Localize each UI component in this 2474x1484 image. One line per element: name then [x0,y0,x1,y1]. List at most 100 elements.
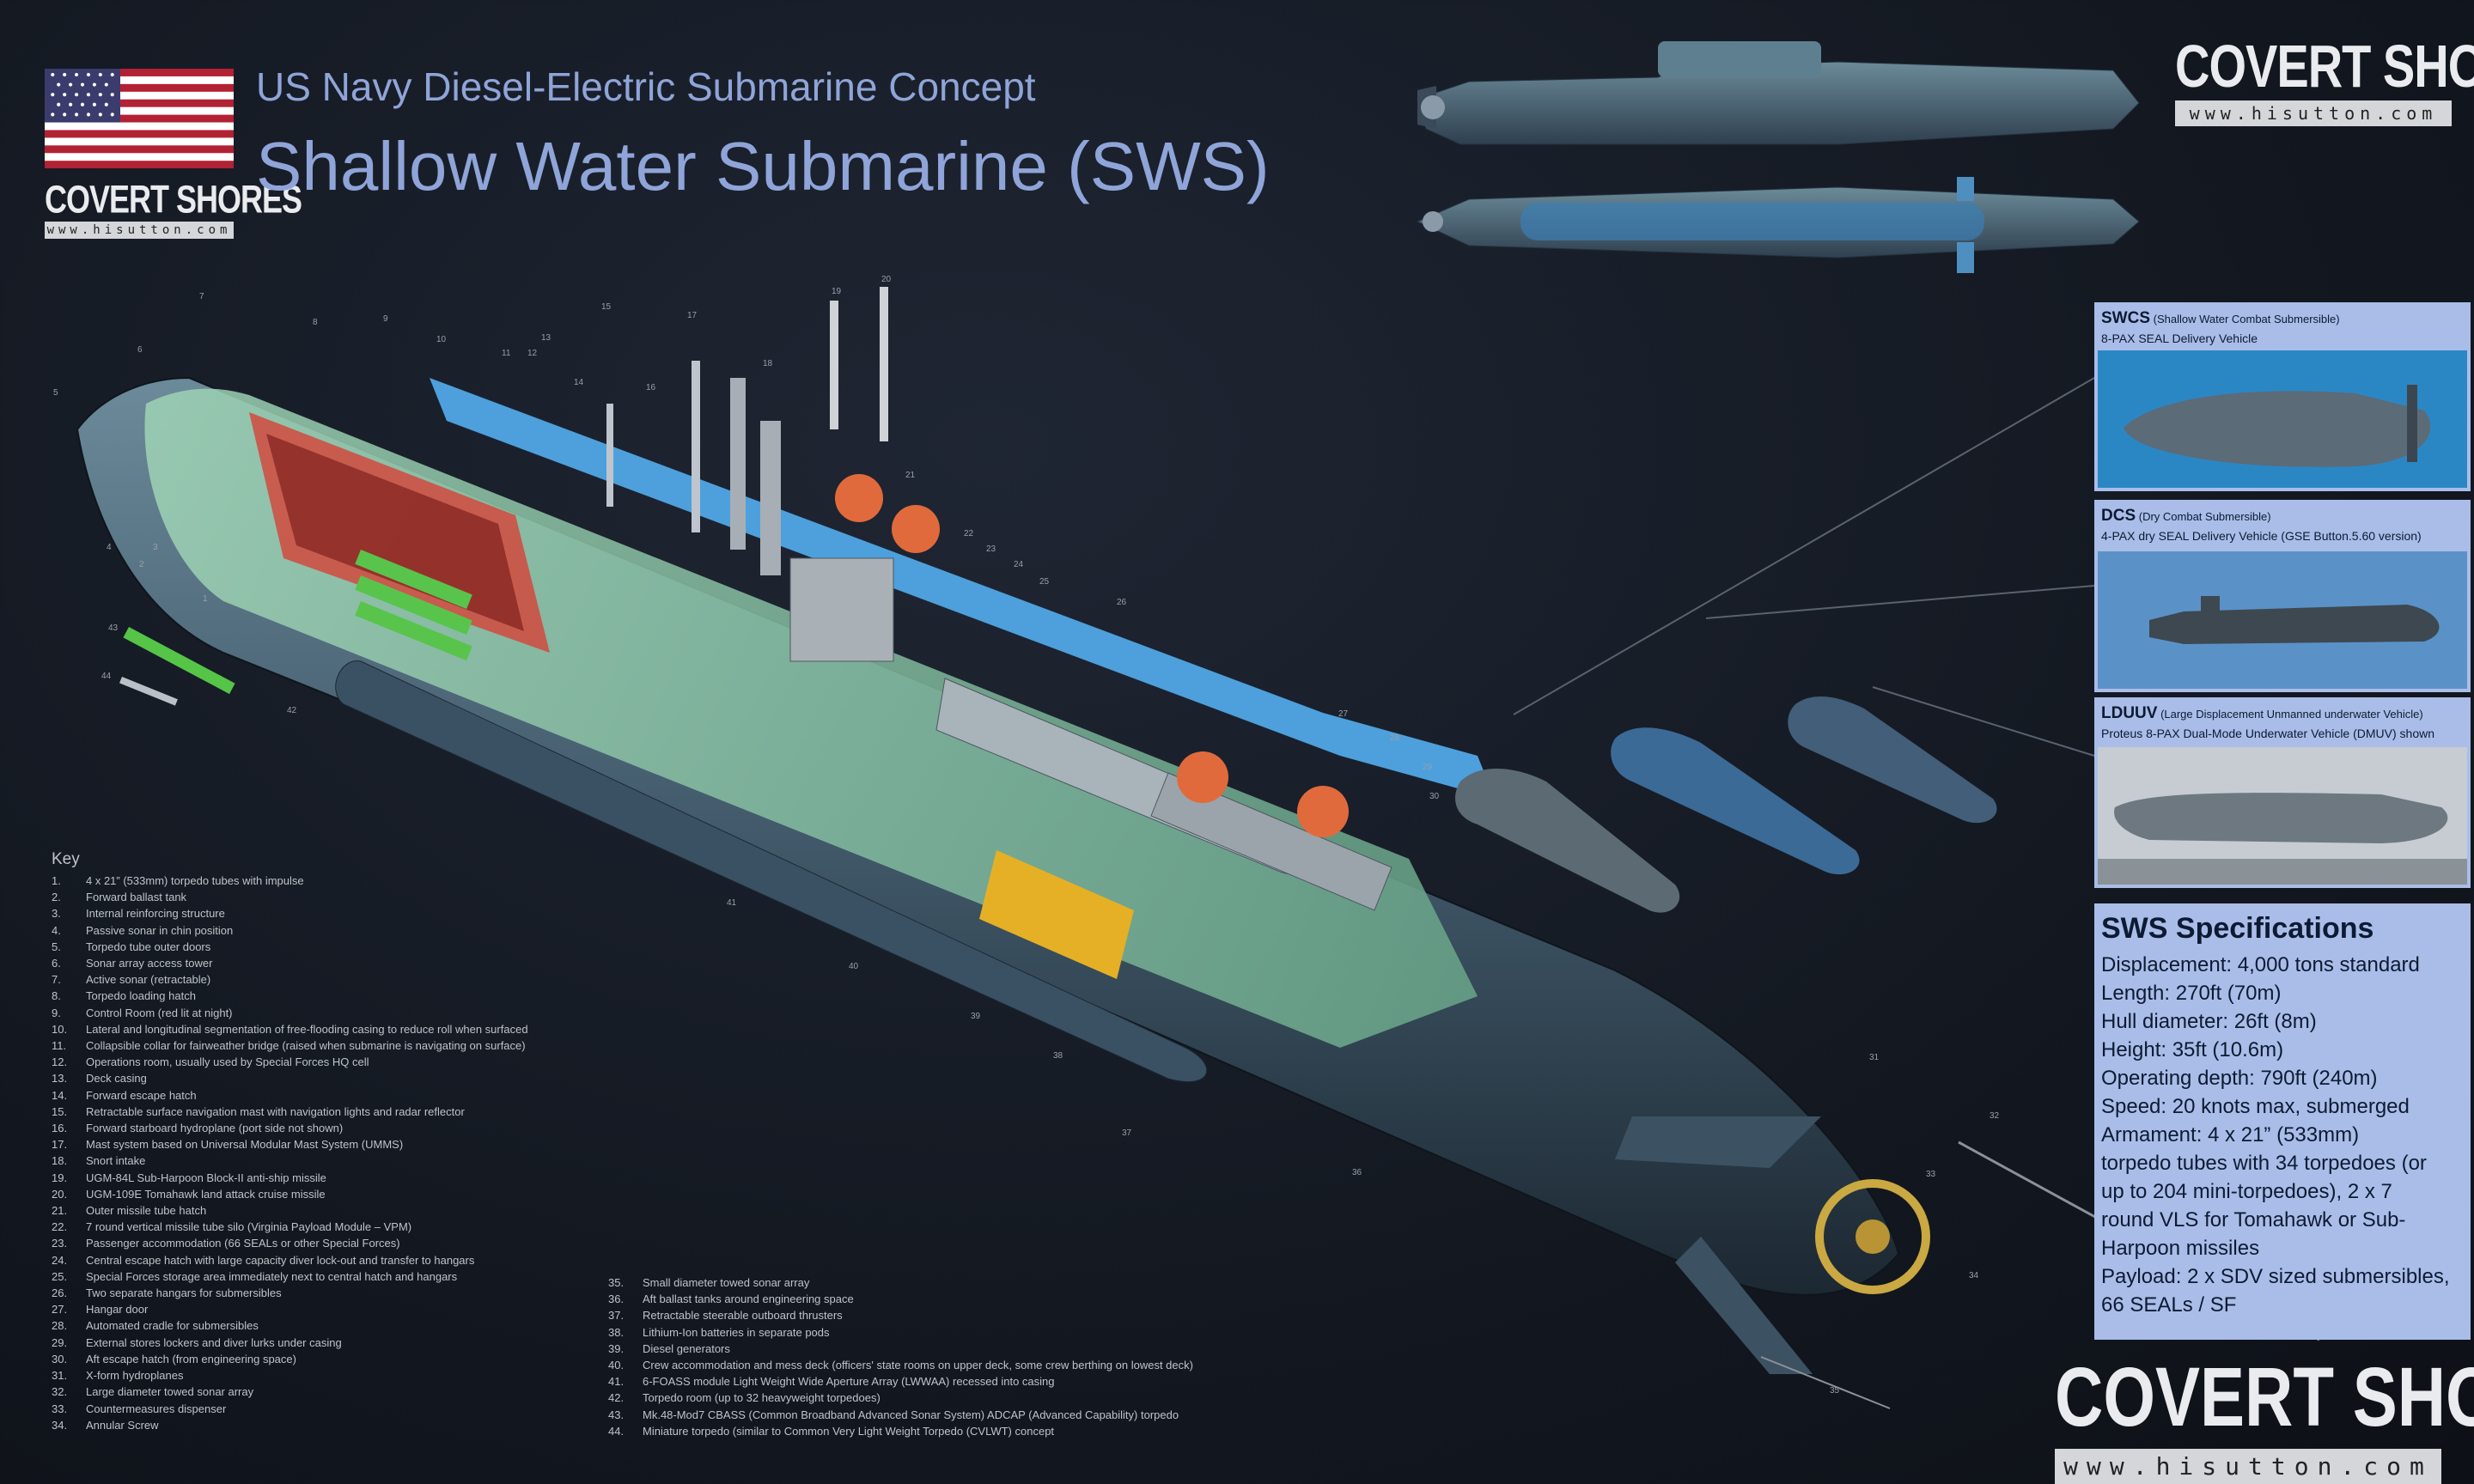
key-item-number: 35. [608,1276,625,1289]
key-item-number: 25. [52,1269,68,1283]
key-item-text: Lateral and longitudinal segmentation of… [86,1022,528,1036]
key-item: 19. UGM-84L Sub-Harpoon Block-II anti-shi… [52,1170,528,1186]
key-item: 25.Special Forces storage area immediate… [52,1268,528,1285]
key-item-text: Forward ballast tank [86,891,187,904]
key-item: 7.Active sonar (retractable) [52,971,528,988]
key-item-number: 28. [52,1319,68,1333]
spec-line: Harpoon missiles [2101,1237,2260,1260]
towed-array-small [1760,1356,1891,1409]
key-item: 1.4 x 21” (533mm) torpedo tubes with imp… [52,873,528,889]
key-item-text: Passive sonar in chin position [86,923,234,937]
key-item: 9. Control Room (red lit at night) [52,1005,528,1021]
key-item: 43.Mk.48-Mod7 CBASS (Common Broadband Ad… [608,1407,1193,1423]
key-item: 20.UGM-109E Tomahawk land attack cruise … [52,1186,528,1202]
key-item: 37.Retractable steerable outboard thrust… [608,1307,1193,1323]
key-item: 15.Retractable surface navigation mast w… [52,1104,528,1120]
logo-wordmark: COVERT SHORES [2175,32,2474,100]
covert-shores-logo-bottom: COVERT SHORES www.hisutton.com [2055,1348,2474,1484]
key-item: 36.Aft ballast tanks around engineering … [608,1291,1193,1307]
specifications-panel: SWS Specifications Displacement: 4,000 t… [2094,903,2471,1340]
key-item: 32.Large diameter towed sonar array [52,1384,528,1400]
key-item-number: 36. [608,1292,625,1306]
key-item: 21.Outer missile tube hatch [52,1202,528,1219]
key-item-number: 4. [52,923,61,937]
key-item: 39.Diesel generators [608,1341,1193,1357]
key-item-number: 8. [52,989,61,1003]
key-item-number: 19. [52,1171,68,1184]
key-item: 10.Lateral and longitudinal segmentation… [52,1021,528,1037]
key-item-text: 7 round vertical missile tube silo (Virg… [86,1220,412,1234]
key-item-number: 44. [608,1424,625,1438]
key-item: 24.Central escape hatch with large capac… [52,1252,528,1268]
callout-label: 17 [687,311,698,320]
key-item-number: 12. [52,1055,68,1069]
key-item-text: 6-FOASS module Light Weight Wide Apertur… [643,1375,1055,1389]
key-item-text: Miniature torpedo (similar to Common Ver… [643,1424,1055,1438]
key-item-text: Aft escape hatch (from engineering space… [86,1352,296,1365]
swcs-photo [2098,350,2467,488]
callout-label: 3 [153,543,158,552]
key-item: 23.Passenger accommodation (66 SEALs or … [52,1235,528,1251]
panel-swcs: SWCS (Shallow Water Combat Submersible)8… [2094,302,2471,491]
callout-label: 38 [1053,1051,1063,1061]
key-item-text: 4 x 21” (533mm) torpedo tubes with impul… [86,874,304,887]
specs-title: SWS Specifications [2101,912,2374,945]
key-item: 17.Mast system based on Universal Modula… [52,1136,528,1153]
key-item-text: Crew accommodation and mess deck (office… [643,1359,1193,1372]
key-item: 28. Automated cradle for submersibles [52,1317,528,1334]
page-title: Shallow Water Submarine (SWS) [256,128,1270,204]
key-item-number: 37. [608,1309,625,1323]
spec-line: Height: 35ft (10.6m) [2101,1038,2284,1061]
key-item-number: 41. [608,1375,625,1389]
key-item-text: Mast system based on Universal Modular M… [86,1138,404,1152]
submersible-models [1455,377,2095,913]
key-item-text: UGM-84L Sub-Harpoon Block-II anti-ship m… [86,1171,326,1184]
key-item-number: 26. [52,1286,68,1300]
covert-shores-logo-top: COVERT SHORES www.hisutton.com [2175,31,2474,126]
spec-line: Displacement: 4,000 tons standard [2101,953,2420,976]
logo-wordmark: COVERT SHORES [45,177,302,222]
callout-label: 7 [199,292,204,301]
callout-label: 14 [574,378,584,387]
key-item-number: 43. [608,1408,625,1421]
key-item-text: UGM-109E Tomahawk land attack cruise mis… [86,1187,326,1201]
callout-label: 30 [1429,792,1440,801]
key-item-text: Automated cradle for submersibles [86,1319,259,1333]
key-item: 40.Crew accommodation and mess deck (off… [608,1357,1193,1373]
panel-code: DCS [2101,507,2136,525]
side-profile-view [1417,41,2140,145]
dcs-photo [2098,551,2467,689]
key-item-number: 42. [608,1391,625,1405]
callout-label: 32 [1990,1111,2000,1121]
key-item-number: 21. [52,1204,68,1218]
spec-line: Speed: 20 knots max, submerged [2101,1095,2410,1118]
key-item-number: 13. [52,1072,68,1086]
callout-label: 42 [287,706,297,715]
spec-line: Operating depth: 790ft (240m) [2101,1067,2378,1090]
key-item-text: X-form hydroplanes [86,1369,184,1383]
logo-wordmark: COVERT SHORES [2055,1349,2474,1444]
callout-label: 12 [527,349,538,358]
callout-label: 34 [1969,1271,1979,1280]
key-item-text: Internal reinforcing structure [86,907,225,921]
key-item-number: 34. [52,1418,68,1432]
lduuv-photo [2098,747,2467,885]
key-item: 12.Operations room, usually used by Spec… [52,1054,528,1070]
callout-label: 18 [763,359,773,368]
key-item-number: 33. [52,1402,68,1415]
key-item-text: Torpedo room (up to 32 heavyweight torpe… [643,1391,881,1405]
key-item-text: Sonar array access tower [86,957,213,970]
callout-label: 1 [203,594,208,604]
callout-label: 16 [646,383,656,392]
key-item-text: Diesel generators [643,1341,730,1355]
key-item-text: Forward escape hatch [86,1088,197,1102]
key-item: 3.Internal reinforcing structure [52,905,528,921]
key-item: 18.Snort intake [52,1153,528,1169]
top-plan-view [1416,177,2140,273]
key-item-text: Annular Screw [86,1418,159,1432]
torpedo-icons [119,627,235,706]
key-item-text: Control Room (red lit at night) [86,1006,233,1019]
spec-line: Hull diameter: 26ft (8m) [2101,1010,2317,1033]
key-item-number: 9. [52,1006,61,1019]
key-item-number: 27. [52,1303,68,1317]
